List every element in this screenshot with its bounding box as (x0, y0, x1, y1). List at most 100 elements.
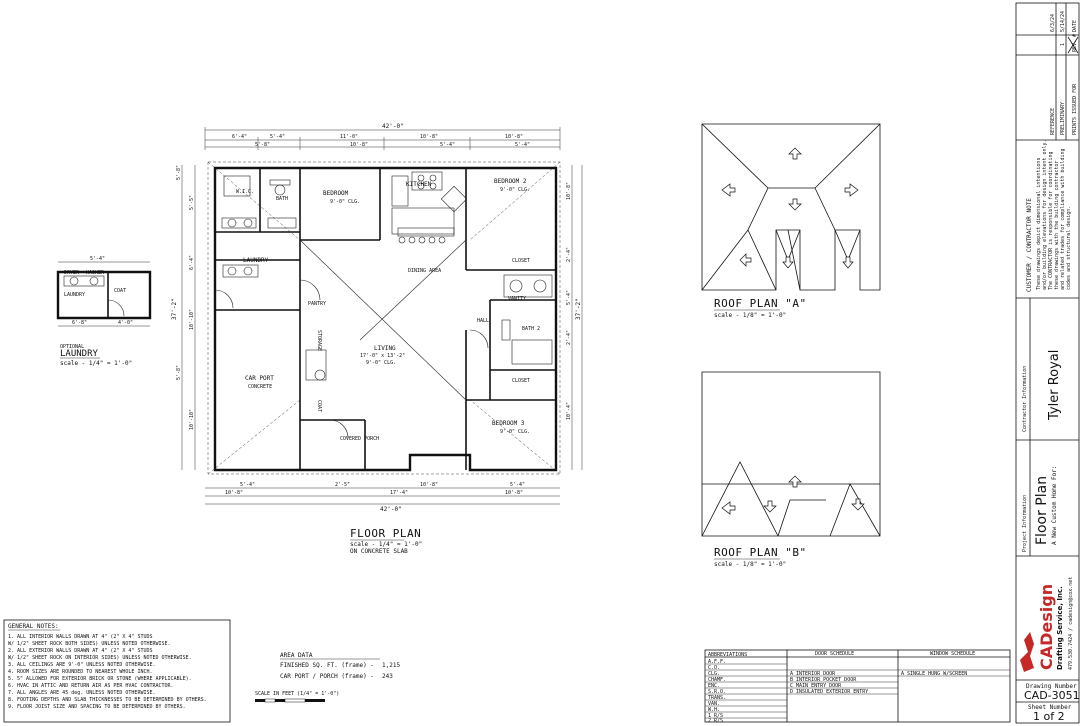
abbr-item: CLG. (708, 671, 720, 677)
company-name: CADesign (1037, 584, 1056, 670)
general-notes-title: GENERAL NOTES: (8, 623, 59, 630)
project-label: Project Information (1022, 495, 1028, 552)
note-line: W/ 1/2" SHEET ROCK BOTH SIDES) UNLESS NO… (8, 641, 171, 647)
note-line: 2. ALL EXTERIOR WALLS DRAWN AT 4" (2" X … (8, 648, 153, 654)
left-dim: 5'-5" (189, 195, 195, 210)
note-line: 3. ALL CEILINGS ARE 9'-0" UNLESS NOTED O… (8, 662, 156, 668)
rev-1-label: PRELIMINARY (1060, 102, 1066, 135)
company-sub: Drafting Service, Inc. (1056, 586, 1064, 670)
laundry-scale: scale - 1/4" = 1'-0" (60, 360, 132, 367)
right-dim: 10'-8" (566, 182, 572, 200)
room-bedroom3-clg: 9'-0" CLG. (500, 429, 530, 435)
sheet-number: 1 of 2 (1033, 710, 1065, 723)
room-bedroom1-clg: 9'-0" CLG. (330, 199, 360, 205)
note-line: These drawings depict dimensional intent… (1036, 158, 1042, 290)
abbr-item: 2 R/S (708, 718, 723, 724)
room-living-dims: 17'-0" x 13'-2" (360, 353, 405, 359)
note-line: and related trades for compliance with b… (1060, 149, 1066, 290)
rev-2-date: 6/3/24 (1050, 14, 1056, 32)
top-dim-2: 5'-8" (255, 142, 270, 148)
abbr-item: VAN. (708, 701, 720, 707)
overall-depth-dim-right: 37'-2" (575, 298, 582, 320)
laundry-dryer-label: DRYER (64, 270, 80, 276)
roof-plan-b: ROOF PLAN "B" scale - 1/8" = 1'-0" (701, 371, 881, 568)
window-schedule-title: WINDOW SCHEDULE (930, 651, 975, 657)
room-bedroom2: BEDROOM 2 (494, 178, 527, 185)
note-line: 9. FLOOR JOIST SIZE AND SPACING TO BE DE… (8, 704, 186, 710)
floor-plan-title: FLOOR PLAN (350, 527, 421, 540)
rev-header-label: PRINTS ISSUED FOR (1072, 83, 1078, 135)
right-dim: 5'-4" (566, 290, 572, 305)
left-dim: 6'-4" (189, 255, 195, 270)
room-storage: STORAGE (316, 330, 322, 351)
rev-1-number: 1 (1060, 43, 1066, 46)
general-notes: GENERAL NOTES: 1. ALL INTERIOR WALLS DRA… (3, 619, 231, 723)
area-row-label: CAR PORT / PORCH (frame) - (280, 673, 374, 680)
abbr-item: 1 R/S (708, 713, 723, 719)
left-dim: 10'-10" (189, 309, 195, 330)
right-dim: 2'-4" (566, 330, 572, 345)
room-living-clg: 9'-0" CLG. (366, 360, 396, 366)
abbr-item: C.O. (708, 665, 720, 671)
rev-header-date: DATE (1072, 20, 1078, 32)
company-contact: 479.530.7424 / cadesign@cox.net (1068, 577, 1074, 670)
rev-header-number: REV. # (1072, 34, 1078, 52)
note-line: The CONTRACTOR is responsible for coordi… (1048, 152, 1054, 290)
top-dim: 10'-8" (505, 134, 523, 140)
bottom-dim: 10'-8" (505, 490, 523, 496)
top-dim: 6'-4" (232, 134, 247, 140)
room-bedroom1: BEDROOM (323, 190, 349, 197)
room-carport-sub: CONCRETE (248, 384, 272, 390)
bottom-dim-2: 10'-8" (420, 482, 438, 488)
room-bath1: BATH (276, 196, 288, 202)
company-logo-icon (1020, 632, 1034, 672)
left-dim: 5'-8" (176, 365, 182, 380)
project-title: Floor Plan (1034, 476, 1050, 545)
door-item: A INTERIOR DOOR (790, 671, 836, 677)
note-line: and/or building elevations for design in… (1042, 139, 1048, 290)
schedules: ABBREVIATIONS DOOR SCHEDULE WINDOW SCHED… (704, 649, 1011, 724)
area-row-value: 1,215 (382, 662, 400, 669)
roof-a-title: ROOF PLAN "A" (714, 297, 807, 310)
note-line: 6. HVAC IN ATTIC AND RETURN AIR AS PER H… (8, 683, 174, 689)
room-vanity: VANITY (508, 296, 526, 302)
room-hall: HALL (477, 318, 489, 324)
abbr-item: ENC. (708, 683, 720, 689)
drawing-number-label: Drawing Number (1026, 683, 1077, 690)
floor-plan-note: ON CONCRETE SLAB (350, 548, 408, 555)
area-data-title: AREA DATA (280, 652, 313, 659)
top-dim: 5'-4" (270, 134, 285, 140)
floor-plan-scale: scale - 1/4" = 1'-0" (350, 541, 422, 548)
project-sub: A New Custom Home For: (1051, 466, 1058, 545)
window-item: A SINGLE HUNG W/SCREEN (901, 671, 967, 677)
area-row-value: 243 (382, 673, 393, 680)
note-title: CUSTOMER / CONTRACTOR NOTE (1026, 198, 1033, 292)
rev-1-date: 5/14/24 (1060, 11, 1066, 32)
room-living: LIVING (374, 345, 396, 352)
area-data: AREA DATA FINISHED SQ. FT. (frame) - 1,2… (255, 652, 400, 703)
note-line: codes and structural design. (1066, 206, 1072, 290)
roof-plan-a: ROOF PLAN "A" scale - 1/8" = 1'-0" (701, 123, 881, 319)
laundry-washer-label: WASHER (86, 270, 105, 276)
room-kitchen: KITCHEN (406, 181, 432, 188)
abbr-item: TRANS. (708, 695, 726, 701)
door-item: C MAIN ENTRY DOOR (790, 683, 842, 689)
room-closet-2: CLOSET (512, 258, 530, 264)
abbr-item: S.R.O. (708, 689, 726, 695)
abbreviations-title: ABBREVIATIONS (708, 652, 747, 658)
title-block: PRINTS ISSUED FOR DATE REV. # PRELIMINAR… (1015, 2, 1080, 724)
room-laundry: LAUNDRY (243, 257, 269, 264)
top-dim: 11'-0" (340, 134, 358, 140)
bottom-dim-2: 2'-5" (335, 482, 350, 488)
laundry-room-label: LAUNDRY (64, 292, 85, 298)
note-line: 8. FOOTING DEPTHS AND SLAB THICKNESSES T… (8, 697, 207, 703)
door-item: D INSULATED EXTERIOR ENTRY (790, 689, 868, 695)
room-porch: COVERED PORCH (340, 436, 379, 442)
roof-a-scale: scale - 1/8" = 1'-0" (714, 312, 786, 319)
overall-width-dim: 42'-0" (382, 123, 404, 130)
room-pantry: PANTRY (308, 301, 326, 307)
room-dining: DINING AREA (408, 268, 441, 274)
note-line: 1. ALL INTERIOR WALLS DRAWN AT 4" (2" X … (8, 634, 153, 640)
contractor-label: Contractor Information (1022, 366, 1028, 432)
